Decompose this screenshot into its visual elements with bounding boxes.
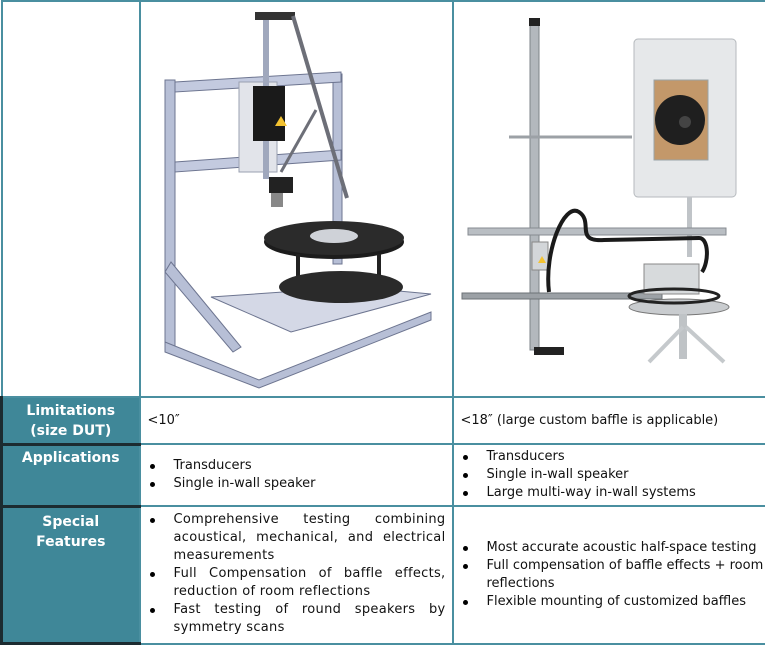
list-item: Single in-wall speaker [141,475,452,493]
list-item: Fast testing of round speakers by symmet… [141,601,446,637]
applications-row: Applications Transducers Single in-wall … [0,443,765,508]
image-row [0,0,765,398]
empty-corner-cell [0,0,141,398]
turntable-scanning-frame-image [138,0,454,398]
header-line: Features [36,533,106,550]
header-line: (size DUT) [30,423,112,439]
list-item: Full Compensation of baffle effects, red… [141,565,446,601]
special-features-col2: Most accurate acoustic half-space testin… [451,505,765,645]
special-features-header: Special Features [0,505,141,645]
list-item: Most accurate acoustic half-space testin… [454,539,765,557]
applications-list: Transducers Single in-wall speaker Large… [454,448,765,502]
list-item: Full compensation of baffle effects + ro… [454,557,765,593]
header-line: Applications [21,449,120,466]
limitations-row: Limitations (size DUT) <10″ <18″ (large … [0,396,765,446]
list-item: Single in-wall speaker [454,466,765,484]
list-item: Large multi-way in-wall systems [454,484,765,502]
limitation-value: <10″ [147,413,180,428]
special-features-col1: Comprehensive testing combining acoustic… [138,505,454,645]
limitation-value: <18″ (large custom baffle is applicable) [460,413,719,428]
header-line: Special [42,513,100,530]
limitations-col1: <10″ [138,396,454,445]
list-item: Transducers [454,448,765,466]
special-features-row: Special Features Comprehensive testing c… [0,505,765,645]
limitations-col2: <18″ (large custom baffle is applicable) [451,396,765,445]
baffle-gantry-scanner-image [451,0,765,398]
list-item: Transducers [141,457,452,475]
header-line: Limitations [26,403,116,419]
list-item: Flexible mounting of customized baffles [454,593,765,611]
applications-list: Transducers Single in-wall speaker [141,457,452,493]
applications-col1: Transducers Single in-wall speaker [138,443,454,507]
features-list: Most accurate acoustic half-space testin… [454,539,765,611]
features-list: Comprehensive testing combining acoustic… [141,511,446,637]
limitations-header: Limitations (size DUT) [0,396,141,446]
applications-header: Applications [0,443,141,508]
applications-col2: Transducers Single in-wall speaker Large… [451,443,765,507]
list-item: Comprehensive testing combining acoustic… [141,511,446,565]
